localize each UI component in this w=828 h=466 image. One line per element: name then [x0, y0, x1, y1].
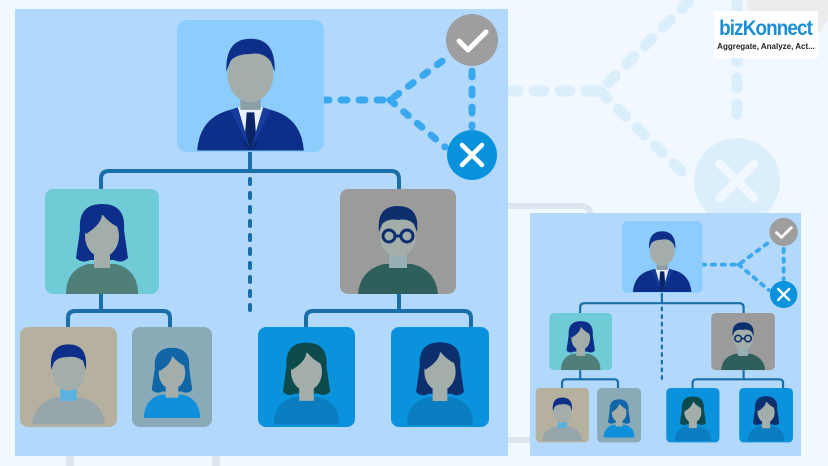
org-chart-panel-thumbnail	[530, 213, 801, 456]
org-chart-diagram	[15, 9, 508, 456]
logo-brand: bizKonnect	[719, 16, 814, 40]
org-chart-diagram-thumbnail	[530, 213, 801, 456]
logo-tagline: Aggregate, Analyze, Act...	[717, 41, 815, 51]
bizkonnect-logo: bizKonnect Aggregate, Analyze, Act...	[714, 11, 818, 58]
org-chart-panel-main	[15, 9, 508, 456]
